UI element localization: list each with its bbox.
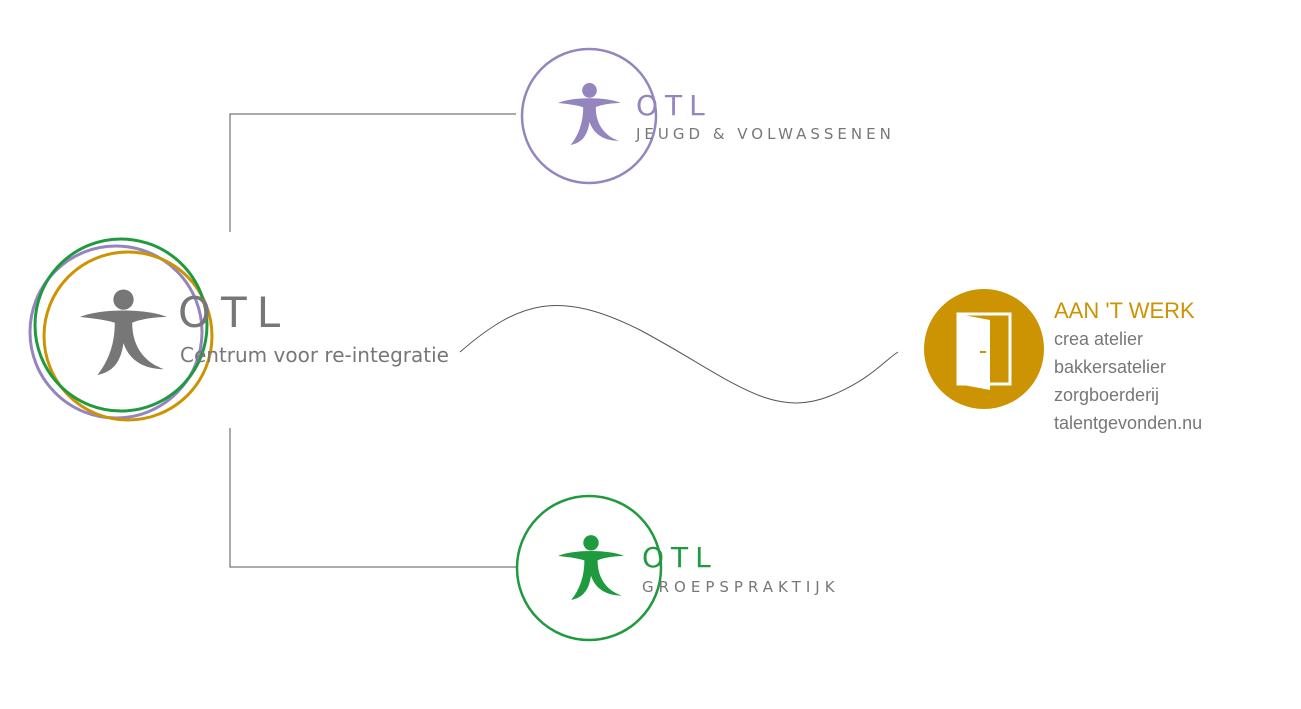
main-logo-name: OTL <box>178 288 291 337</box>
youth-otl-figure-icon <box>558 83 621 145</box>
werk-item: bakkersatelier <box>1054 357 1167 377</box>
youth-logo-subtitle: JEUGD & VOLWASSENEN <box>636 125 895 143</box>
group-otl-figure-icon <box>558 535 624 600</box>
werk-item: crea atelier <box>1054 329 1144 349</box>
youth-ring <box>520 47 658 185</box>
group-logo-name: OTL <box>642 541 718 574</box>
werk-title: AAN 'T WERK <box>1054 298 1195 323</box>
group-logo-subtitle: GROEPSPRAKTIJK <box>642 578 840 596</box>
main-otl-figure-icon <box>80 289 167 375</box>
werk-item: talentgevonden.nu <box>1054 413 1203 433</box>
ring-green <box>33 237 209 413</box>
connector-wave <box>459 304 899 404</box>
werk-item: zorgboerderij <box>1054 385 1160 405</box>
connector-top <box>229 113 516 232</box>
connector-bottom <box>229 428 516 568</box>
group-ring <box>515 494 663 642</box>
open-door-icon <box>956 312 1012 390</box>
werk-list: crea atelier bakkersatelier zorgboerderi… <box>1054 325 1202 437</box>
youth-logo-name: OTL <box>636 89 712 122</box>
main-logo-subtitle: Centrum voor re-integratie <box>180 343 449 367</box>
ring-gold <box>42 250 214 422</box>
main-logo-rings <box>28 237 214 422</box>
